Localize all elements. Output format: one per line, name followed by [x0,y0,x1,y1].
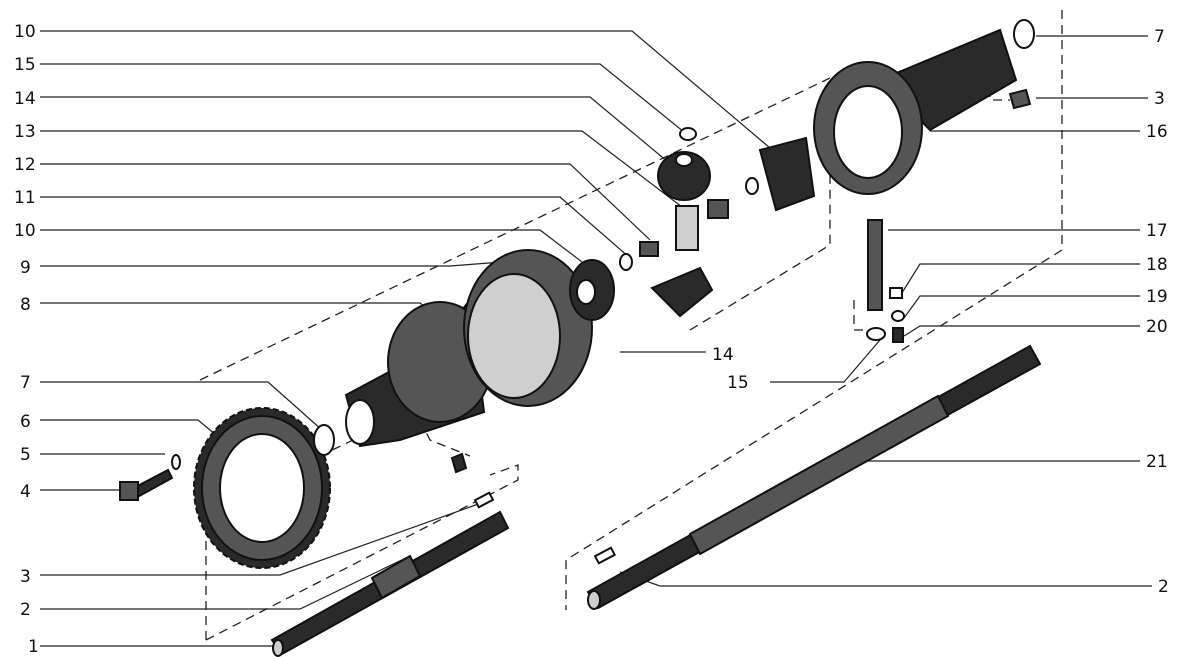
washer-5 [171,454,181,470]
nut-18 [889,287,903,299]
left-shaft-collar [370,554,422,600]
leader-lines [40,30,1152,647]
gear-14-bottom [650,266,714,318]
right-housing-bore [833,85,903,179]
washer-center [745,177,759,195]
leader-2 [40,555,411,610]
left-shaft-key [473,491,495,509]
callout-left-11: 11 [14,188,36,208]
leader-12 [40,163,651,241]
callout-left-2: 2 [20,600,31,620]
pin-assembly [866,219,905,343]
grease-nipple-3-left [450,452,468,474]
callout-right-2: 2 [1158,577,1169,597]
dash-center [689,150,831,331]
callout-left-10: 10 [14,221,36,241]
callout-left-4: 4 [20,482,31,502]
gear-14-top [657,151,711,201]
bolt-12 [639,241,659,257]
leader-3 [40,501,485,576]
pin-17 [867,219,883,311]
leader-15 [40,63,685,133]
sprocket-assembly [119,407,331,569]
bolt-20 [892,327,904,343]
washer-11 [619,253,633,271]
right-housing [813,19,1035,195]
leader-7 [40,381,323,431]
callout-right-16: 16 [1146,122,1168,142]
callout-center-15: 15 [727,373,749,393]
washer-15-top [679,127,697,141]
right-callouts: 7 3 16 17 18 19 20 21 2 [1146,27,1169,597]
gear-10-bore [576,279,596,305]
leader-8 [40,302,441,319]
callout-left-5: 5 [20,445,31,465]
callout-left-9: 9 [20,258,31,278]
sprocket-bore [219,433,305,543]
seal-7-left [313,424,335,456]
bolt-4-head [119,481,139,501]
spacer-13 [675,205,699,251]
washer-15-bottom [866,327,886,341]
gear-14-bore [675,153,693,167]
dash-left-shaft-box [205,374,521,640]
leader-14 [40,96,669,163]
callout-left-12: 12 [14,155,36,175]
callout-left-7: 7 [20,373,31,393]
assembly-dashes [199,10,1063,641]
grease-nipple-3-right [1008,88,1032,110]
bolt-center [707,199,729,219]
center-callouts: 14 15 [712,345,749,393]
leader-13 [40,130,687,211]
callout-right-17: 17 [1146,221,1168,241]
gear-10-top-bevel [758,136,816,212]
differential-cage [463,127,816,407]
callout-left-15: 15 [14,55,36,75]
right-shaft-sleeve [688,394,950,556]
callout-left-14: 14 [14,89,36,109]
callout-left-10-top: 10 [14,22,36,42]
callout-left-8: 8 [20,295,31,315]
leader-right-19 [903,295,1140,319]
leader-right-20 [903,325,1140,337]
leader-9 [40,261,503,267]
right-shaft-key [593,546,617,565]
seal-7-right [1013,19,1035,49]
callout-right-20: 20 [1146,317,1168,337]
left-callouts: 10 15 14 13 12 11 10 9 8 7 6 5 4 3 2 1 [14,22,39,657]
callout-right-7: 7 [1154,27,1165,47]
right-shaft-end [587,590,601,610]
left-axle-shaft [270,491,510,657]
callout-left-13: 13 [14,122,36,142]
cage-9-face [467,273,561,399]
callout-right-21: 21 [1146,452,1168,472]
dash-axis-left [199,77,831,381]
leader-right-18 [899,263,1140,297]
left-shaft-end [272,639,284,657]
callout-left-3: 3 [20,567,31,587]
dash-left-shaft-side [205,464,519,641]
leader-11 [40,196,631,259]
leader-center-15 [770,339,881,383]
dash-right-box [565,10,1063,610]
callout-left-6: 6 [20,412,31,432]
leader-10-top [40,30,771,149]
callout-right-19: 19 [1146,287,1168,307]
leader-10 [40,229,587,266]
dash-pin-bracket [853,300,866,331]
washer-19 [891,310,905,322]
left-housing-bore [345,399,375,445]
callout-right-3: 3 [1154,89,1165,109]
callout-center-14: 14 [712,345,734,365]
callout-left-1: 1 [28,637,39,657]
leader-6 [40,419,217,436]
leader-right-2 [619,571,1152,587]
callout-right-18: 18 [1146,255,1168,275]
right-axle-shaft [586,344,1042,610]
